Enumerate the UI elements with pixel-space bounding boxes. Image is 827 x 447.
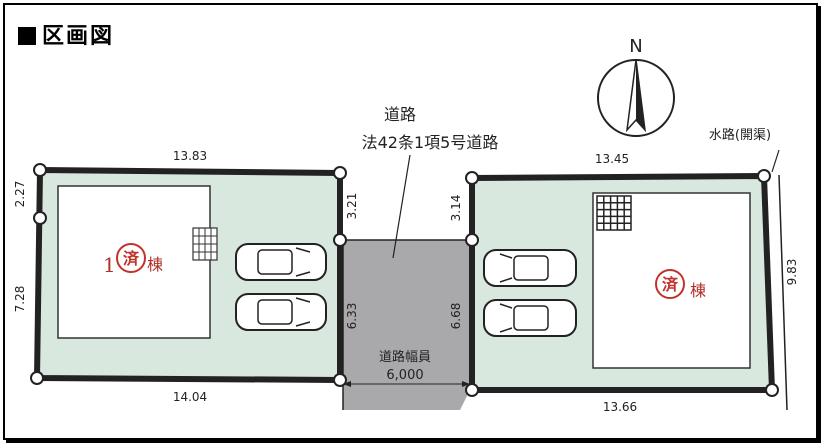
waterway-label: 水路(開渠) bbox=[709, 127, 771, 143]
lot1-dim-top: 13.83 bbox=[173, 149, 207, 163]
lot1-house bbox=[57, 185, 211, 339]
lot2-dim-right: 9.83 bbox=[785, 259, 799, 286]
road-pointer bbox=[392, 154, 411, 259]
lot2-suffix: 棟 bbox=[690, 281, 706, 300]
road-title: 道路 bbox=[384, 105, 416, 124]
lot1-car-upper bbox=[235, 243, 327, 281]
lot2-dim-left-upper: 3.14 bbox=[449, 195, 463, 222]
compass-label: N bbox=[629, 36, 642, 57]
lot1-suffix: 棟 bbox=[147, 255, 163, 274]
lot1-dim-right-lower: 6.33 bbox=[345, 303, 359, 330]
lot1-sold-badge: 済 bbox=[123, 249, 140, 268]
road-width-label: 道路幅員 bbox=[379, 349, 431, 365]
waterway-pointer bbox=[771, 149, 780, 173]
road-width-arrow-left bbox=[343, 381, 351, 387]
lot1-number: 1 bbox=[103, 253, 116, 277]
boundary-markers bbox=[30, 163, 779, 397]
page-title: 区画図 bbox=[18, 18, 114, 50]
title-square-icon bbox=[18, 27, 36, 45]
lot1-dim-right-upper: 3.21 bbox=[345, 193, 359, 220]
road-width-value: 6,000 bbox=[386, 368, 423, 383]
lot2-car-upper bbox=[483, 249, 577, 287]
lot2-dim-left-lower: 6.68 bbox=[449, 303, 463, 330]
road-width-arrow-right bbox=[462, 381, 470, 387]
lot2-sold-badge: 済 bbox=[662, 275, 679, 294]
north-compass-icon bbox=[597, 59, 675, 137]
lot1-stair-icon bbox=[192, 227, 218, 261]
lot1-dim-left-upper: 2.27 bbox=[13, 181, 27, 208]
lot1-dim-left-lower: 7.28 bbox=[13, 286, 27, 313]
title-text: 区画図 bbox=[42, 24, 115, 49]
road-area bbox=[343, 240, 470, 410]
road-regulation: 法42条1項5号道路 bbox=[362, 133, 499, 152]
lot2-dim-top: 13.45 bbox=[595, 152, 629, 166]
lot1-car-lower bbox=[235, 293, 327, 331]
lot2-dim-bottom: 13.66 bbox=[603, 400, 637, 414]
lot1-sold-stamp bbox=[116, 243, 146, 273]
lot2-stair-icon bbox=[596, 195, 632, 231]
lot1-dim-bottom: 14.04 bbox=[173, 390, 207, 404]
lot2-sold-stamp bbox=[655, 269, 685, 299]
waterway-edge bbox=[778, 174, 788, 411]
lot2-car-lower bbox=[483, 299, 577, 337]
